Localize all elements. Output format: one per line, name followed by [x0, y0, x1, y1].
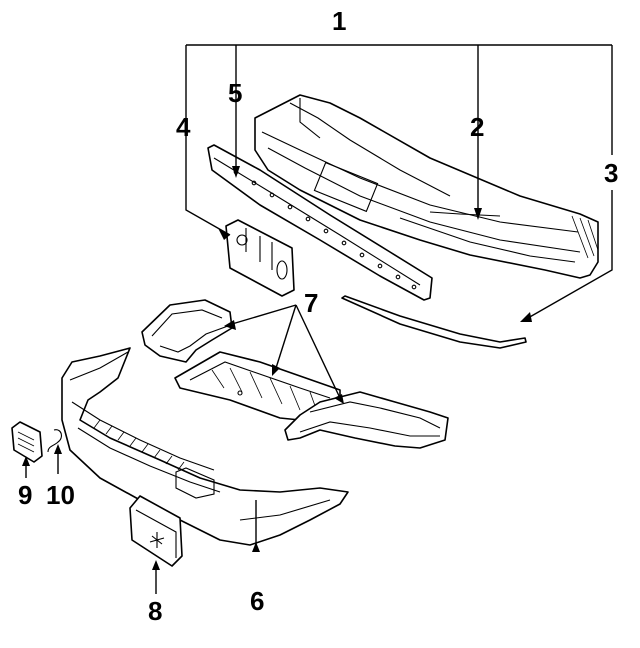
leader-lines: [25, 44, 613, 594]
callout-4: 4: [176, 112, 191, 142]
fog-lamp: [129, 495, 183, 567]
side-marker: [11, 421, 43, 463]
reinforcement-strip: [207, 144, 433, 301]
callout-2: 2: [470, 112, 484, 142]
bulb-socket: [47, 429, 63, 453]
callout-7: 7: [304, 288, 318, 318]
air-guide-left: [141, 299, 233, 363]
bumper-cover: [254, 94, 599, 279]
callout-9: 9: [18, 480, 32, 510]
callout-5: 5: [228, 78, 242, 108]
arrowheads: [22, 166, 532, 570]
callout-8: 8: [148, 596, 162, 626]
callout-3: 3: [604, 158, 618, 188]
air-guide-right: [284, 391, 449, 449]
callout-10: 10: [46, 480, 75, 510]
callout-1: 1: [332, 6, 346, 36]
bumper-molding: [341, 295, 527, 349]
callout-6: 6: [250, 586, 264, 616]
license-bracket: [225, 219, 295, 297]
